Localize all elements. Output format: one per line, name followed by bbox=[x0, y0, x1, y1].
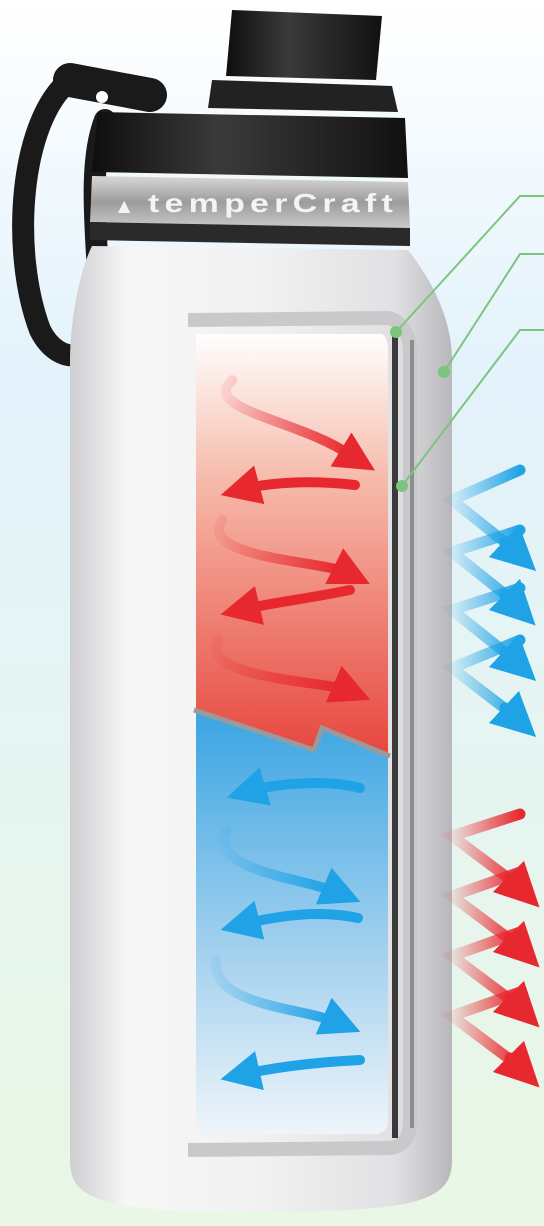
brand-ring: ▲ temperCraft bbox=[90, 176, 410, 246]
brand-name: temperCraft bbox=[148, 188, 398, 218]
brand-logo-icon: ▲ bbox=[118, 196, 131, 215]
cap-rivet bbox=[96, 91, 108, 103]
